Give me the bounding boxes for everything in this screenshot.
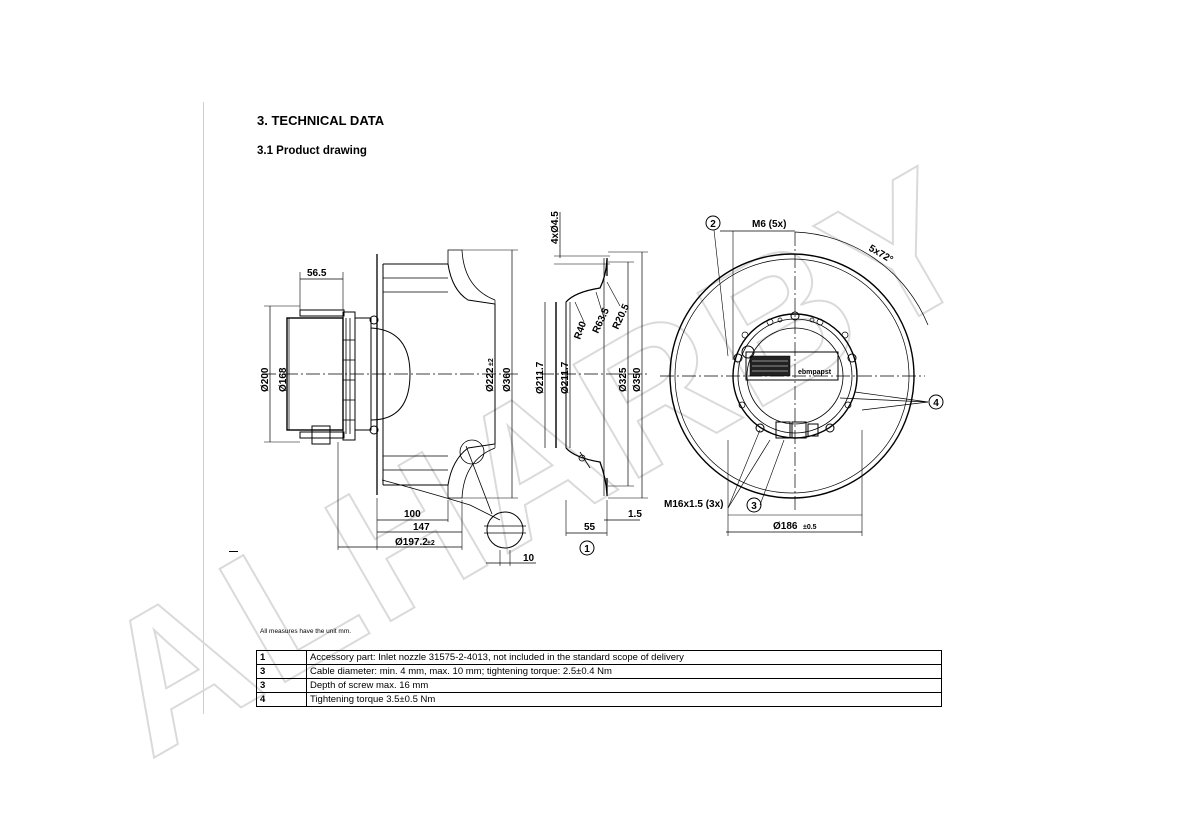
dim-m16: M16x1.5 (3x) — [664, 499, 723, 510]
dim-56-5: 56.5 — [307, 268, 327, 279]
dim-1-5: 1.5 — [628, 509, 642, 520]
dim-350: Ø350 — [632, 367, 643, 392]
table-row: 3 Depth of screw max. 16 mm — [256, 678, 942, 693]
dim-197-2-tol: ±2 — [427, 540, 435, 547]
note-text: Cable diameter: min. 4 mm, max. 10 mm; t… — [306, 664, 942, 679]
note-number: 3 — [256, 664, 307, 679]
units-note: All measures have the unit mm. — [260, 628, 352, 635]
callout-3-label: 3 — [751, 501, 757, 512]
margin-tick — [229, 551, 238, 552]
table-row: 3 Cable diameter: min. 4 mm, max. 10 mm;… — [256, 664, 942, 679]
dim-4x-4-5: 4xØ4.5 — [550, 211, 561, 244]
notes-table: 1 Accessory part: Inlet nozzle 31575-2-4… — [256, 650, 942, 707]
front-view — [660, 229, 929, 536]
dim-147: 147 — [413, 522, 430, 533]
note-number: 3 — [256, 678, 307, 693]
dim-m6: M6 (5x) — [752, 219, 786, 230]
brand-label: ebmpapst — [798, 369, 832, 376]
dim-360: Ø360 — [502, 367, 513, 392]
dim-55: 55 — [584, 522, 596, 533]
dim-325: Ø325 — [618, 367, 629, 392]
callout-4-label: 4 — [933, 398, 939, 409]
table-row: 1 Accessory part: Inlet nozzle 31575-2-4… — [256, 650, 942, 665]
dim-186: Ø186 — [773, 521, 798, 532]
section-heading: 3. TECHNICAL DATA — [257, 113, 385, 128]
subsection-heading: 3.1 Product drawing — [257, 145, 367, 157]
callout-2: 2 — [705, 215, 721, 231]
dim-222-tol: ±2 — [488, 358, 495, 366]
nozzle-section — [540, 212, 650, 536]
note-text: Depth of screw max. 16 mm — [306, 678, 942, 693]
callout-1: 1 — [579, 540, 595, 556]
table-row: 4 Tightening torque 3.5±0.5 Nm — [256, 692, 942, 707]
note-number: 1 — [256, 650, 307, 665]
callout-2-label: 2 — [710, 219, 716, 230]
dim-197-2: Ø197.2 — [395, 537, 428, 548]
dim-222: Ø222 — [485, 367, 496, 392]
dim-211-7-outer: Ø211.7 — [535, 361, 546, 394]
callout-1-label: 1 — [584, 544, 590, 555]
dim-200: Ø200 — [260, 367, 271, 392]
note-text: Tightening torque 3.5±0.5 Nm — [306, 692, 942, 707]
side-view-dimensions: 56.5 Ø200 Ø168 Ø222 ±2 Ø360 100 147 Ø197… — [260, 268, 535, 564]
dim-211-7-inner: Ø211.7 — [560, 361, 571, 394]
dim-168: Ø168 — [278, 367, 289, 392]
dim-10: 10 — [523, 553, 535, 564]
page-margin-line — [203, 102, 204, 714]
callout-3: 3 — [746, 497, 762, 513]
note-number: 4 — [256, 692, 307, 707]
callout-4: 4 — [928, 394, 944, 410]
note-text: Accessory part: Inlet nozzle 31575-2-401… — [306, 650, 942, 665]
dim-186-tol: ±0.5 — [803, 524, 817, 531]
side-view — [262, 249, 536, 566]
dim-100: 100 — [404, 509, 421, 520]
